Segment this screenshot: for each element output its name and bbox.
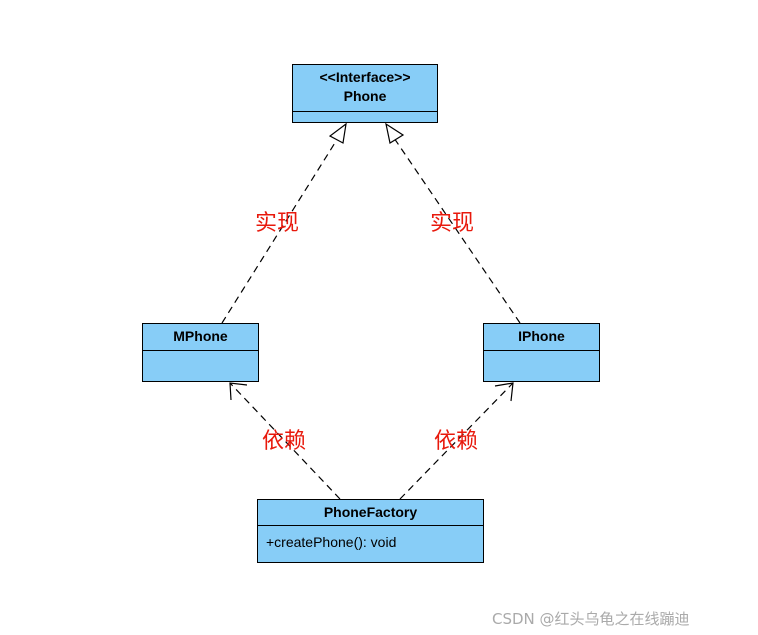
- phone-interface-header: <<Interface>> Phone: [293, 65, 437, 111]
- phone-interface-attributes: [293, 111, 437, 123]
- realize-arrowhead-mphone: [328, 122, 347, 144]
- depend-arrowhead-mphone: [229, 382, 248, 401]
- iphone-class-box[interactable]: IPhone: [483, 323, 600, 382]
- iphone-attributes: [484, 350, 599, 381]
- mphone-name: MPhone: [173, 328, 228, 344]
- mphone-attributes: [143, 350, 258, 381]
- interface-name: Phone: [343, 88, 387, 104]
- realize-line-mphone: [221, 137, 339, 324]
- phonefactory-class-box[interactable]: PhoneFactory +createPhone(): void: [257, 499, 484, 563]
- depend-line-mphone: [229, 382, 341, 500]
- interface-stereotype: <<Interface>>: [319, 69, 411, 85]
- depend-arrowhead-iphone: [494, 382, 514, 402]
- phonefactory-method: +createPhone(): void: [258, 525, 483, 562]
- depend-line-iphone: [399, 382, 514, 500]
- realize-line-iphone: [393, 137, 521, 324]
- phonefactory-name: PhoneFactory: [323, 504, 418, 520]
- realize-arrowhead-iphone: [385, 122, 405, 144]
- depend-label-left: 依赖: [262, 429, 307, 454]
- iphone-name: IPhone: [518, 328, 565, 344]
- watermark: CSDN @红头乌龟之在线蹦迪: [492, 610, 690, 628]
- depend-label-right: 依赖: [434, 429, 479, 454]
- realize-label-right: 实现: [430, 211, 475, 236]
- mphone-class-box[interactable]: MPhone: [142, 323, 259, 382]
- realize-label-left: 实现: [255, 211, 300, 236]
- phone-interface-box[interactable]: <<Interface>> Phone: [292, 64, 438, 123]
